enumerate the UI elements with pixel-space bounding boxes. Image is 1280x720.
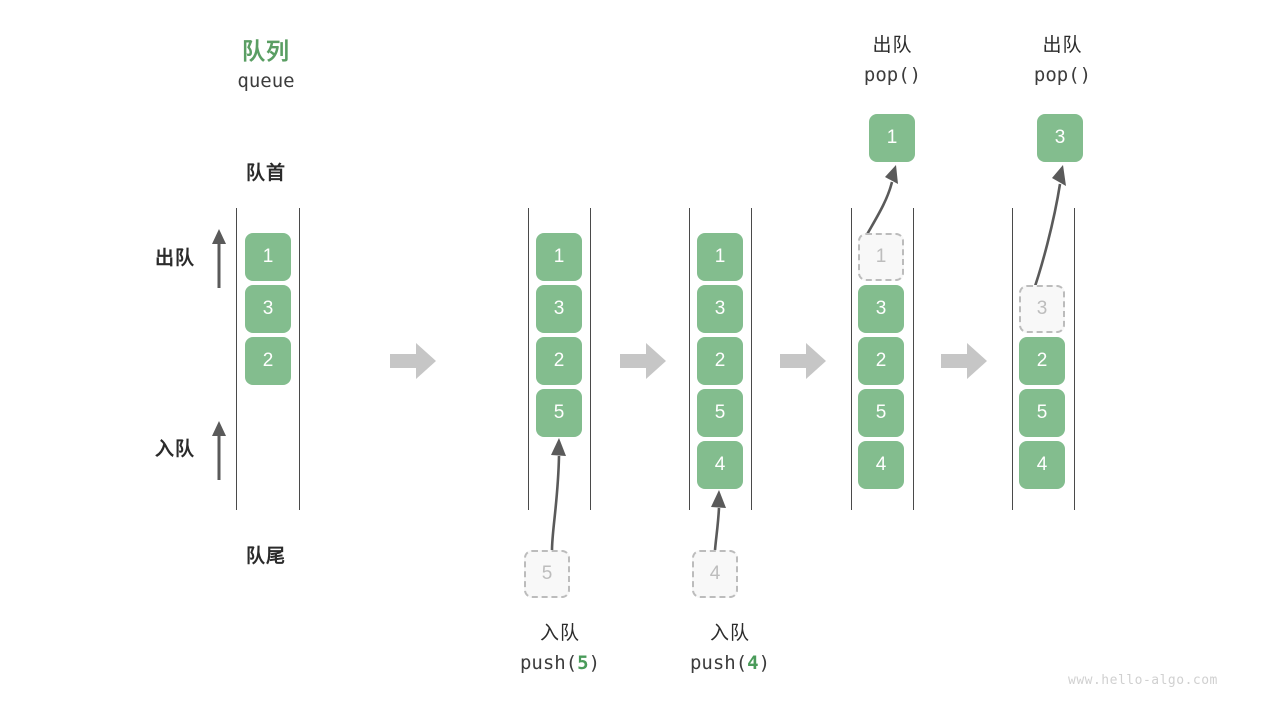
push-4-code-value: 4	[747, 651, 759, 674]
push-5-code-prefix: push(	[519, 651, 578, 674]
pop-1-code-suffix: )	[909, 63, 922, 86]
queue-cell: 2	[697, 337, 743, 385]
pop-1-caption: 出队 pop()	[820, 32, 965, 89]
front-label: 队首	[245, 163, 286, 184]
pop-1-caption-code: pop()	[820, 61, 965, 90]
queue-cell: 1	[697, 233, 743, 281]
dequeue-direction-arrow-icon	[212, 229, 226, 288]
step-arrow-icon	[941, 343, 987, 379]
push-4-code-suffix: )	[758, 651, 771, 674]
queue-cell: 1	[245, 233, 291, 281]
incoming-element-ghost: 5	[524, 550, 570, 598]
step-arrow-icon	[390, 343, 436, 379]
queue-rail-left	[1012, 208, 1013, 510]
queue-cell: 2	[536, 337, 582, 385]
queue-cell: 5	[858, 389, 904, 437]
queue-cell: 1	[536, 233, 582, 281]
push-5-code-value: 5	[577, 651, 589, 674]
queue-rail-right	[1074, 208, 1075, 510]
popped-element: 1	[869, 114, 915, 162]
push-4-caption: 入队 push(4)	[630, 620, 830, 677]
queue-rail-left	[528, 208, 529, 510]
rear-label: 队尾	[245, 546, 286, 567]
queue-cell: 3	[536, 285, 582, 333]
pop-1-code-prefix: pop(	[863, 63, 910, 86]
pop-1-caption-cn: 出队	[872, 35, 913, 56]
queue-rail-right	[299, 208, 300, 510]
queue-rail-left	[236, 208, 237, 510]
dequeue-direction-label: 出队	[154, 248, 195, 269]
queue-cell: 3	[697, 285, 743, 333]
queue-title-en: queue	[237, 70, 295, 92]
popped-element: 3	[1037, 114, 1083, 162]
queue-cell: 5	[1019, 389, 1065, 437]
step-arrow-icon	[620, 343, 666, 379]
queue-cell-ghost: 1	[858, 233, 904, 281]
queue-rail-right	[751, 208, 752, 510]
push-5-code-suffix: )	[588, 651, 601, 674]
pop-arrow-icon	[1030, 165, 1066, 296]
queue-rail-left	[689, 208, 690, 510]
queue-cell: 3	[858, 285, 904, 333]
push-4-code-prefix: push(	[689, 651, 748, 674]
queue-rail-right	[590, 208, 591, 510]
queue-cell: 4	[697, 441, 743, 489]
queue-cell: 3	[245, 285, 291, 333]
pop-3-caption-code: pop()	[990, 61, 1135, 90]
incoming-element-ghost: 4	[692, 550, 738, 598]
pop-3-code-prefix: pop(	[1033, 63, 1080, 86]
pop-3-caption: 出队 pop()	[990, 32, 1135, 89]
queue-rail-right	[913, 208, 914, 510]
queue-cell: 4	[1019, 441, 1065, 489]
push-4-caption-code: push(4)	[630, 649, 830, 678]
pop-3-code-suffix: )	[1079, 63, 1092, 86]
queue-cell: 5	[697, 389, 743, 437]
enqueue-direction-label: 入队	[154, 439, 195, 460]
enqueue-direction-arrow-icon	[212, 421, 226, 480]
queue-cell: 2	[858, 337, 904, 385]
push-arrow-icon	[711, 490, 726, 551]
queue-cell-ghost: 3	[1019, 285, 1065, 333]
queue-cell: 2	[245, 337, 291, 385]
pop-3-caption-cn: 出队	[1042, 35, 1083, 56]
push-5-caption-code: push(5)	[460, 649, 660, 678]
push-5-caption: 入队 push(5)	[460, 620, 660, 677]
push-5-caption-cn: 入队	[539, 623, 580, 644]
push-4-caption-cn: 入队	[709, 623, 750, 644]
step-arrow-icon	[780, 343, 826, 379]
push-arrow-icon	[550, 438, 566, 551]
queue-rail-left	[851, 208, 852, 510]
queue-title-cn: 队列	[242, 38, 290, 64]
queue-cell: 4	[858, 441, 904, 489]
queue-cell: 2	[1019, 337, 1065, 385]
queue-cell: 5	[536, 389, 582, 437]
watermark: www.hello-algo.com	[1068, 673, 1218, 688]
